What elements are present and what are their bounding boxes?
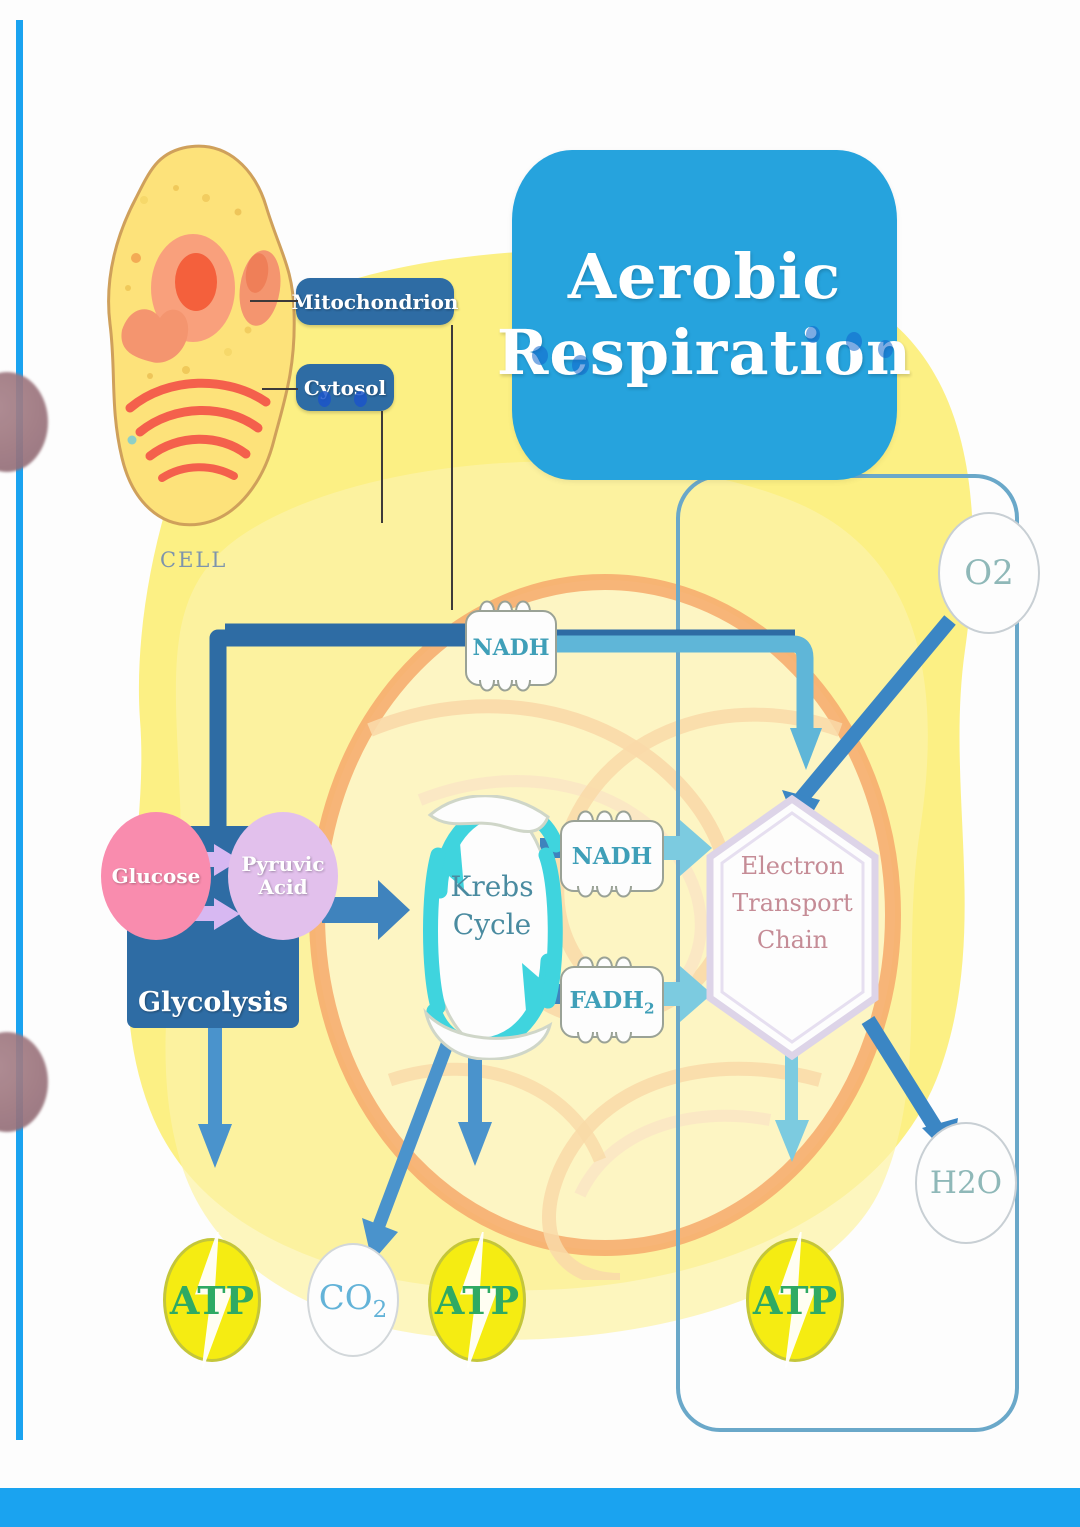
nadh-top-inner: NADH — [465, 610, 557, 686]
atp-node-glycolysis[interactable]: ATP — [163, 1231, 261, 1369]
krebs-cycle-text: Krebs Cycle — [437, 868, 547, 944]
pill-mitochondrion[interactable]: Mitochondrion — [292, 278, 458, 325]
etc-line-2: Transport — [732, 889, 853, 918]
pyruvic-acid-node[interactable]: Pyruvic Acid — [228, 812, 338, 940]
nadh-krebs-box[interactable]: NADH — [560, 806, 664, 902]
atp-label: ATP — [169, 1277, 255, 1323]
leader-line-mitochondrion — [250, 300, 298, 302]
banner-dot — [846, 332, 862, 351]
etc-line-1: Electron — [740, 852, 845, 880]
leader-line-mitochondrion-down — [451, 325, 453, 610]
pyruvic-label-line1: Pyruvic — [241, 852, 325, 876]
atp-node-krebs[interactable]: ATP — [428, 1231, 526, 1369]
h2o-label: H2O — [929, 1165, 1003, 1201]
pill-cytosol-label: Cytosol — [303, 375, 387, 400]
h2o-node[interactable]: H2O — [915, 1122, 1017, 1244]
scallop-top — [577, 956, 632, 968]
nadh-top-box[interactable]: NADH — [465, 596, 557, 696]
scallop-bottom — [478, 680, 531, 692]
leader-line-cytosol-down — [381, 411, 383, 523]
glycolysis-label: Glycolysis — [137, 987, 289, 1018]
atp-node-etc[interactable]: ATP — [746, 1231, 844, 1369]
electron-transport-chain-node[interactable] — [705, 794, 880, 1061]
banner-dot — [572, 355, 589, 375]
krebs-cycle-node[interactable] — [420, 794, 565, 1061]
pill-dot — [354, 391, 367, 407]
fadh2-inner: FADH2 — [560, 966, 664, 1038]
scallop-bottom — [577, 886, 632, 898]
left-edge-line — [16, 20, 23, 1440]
lightning-bolt-icon — [778, 1231, 816, 1369]
co2-node[interactable]: CO2 — [307, 1243, 399, 1357]
glucose-node[interactable]: Glucose — [101, 812, 211, 940]
title-banner: Aerobic Respiration — [497, 150, 911, 480]
cell-illustration — [88, 140, 338, 540]
pill-dot — [318, 391, 331, 407]
co2-label: CO2 — [318, 1277, 388, 1323]
leader-line-cytosol — [262, 388, 298, 390]
o2-node[interactable]: O2 — [938, 512, 1040, 634]
o2-label: O2 — [964, 553, 1014, 593]
title-line-1: Aerobic — [567, 240, 842, 314]
lightning-bolt-icon — [460, 1231, 498, 1369]
scallop-bottom — [577, 1032, 632, 1044]
pyruvic-label-line2: Acid — [258, 875, 308, 899]
pill-cytosol[interactable]: Cytosol — [296, 364, 394, 411]
etc-line-3: Chain — [756, 926, 829, 955]
scallop-top — [478, 600, 531, 612]
title-line-2: Respiration — [496, 316, 913, 389]
cell-caption: CELL — [160, 548, 228, 572]
banner-dot — [532, 346, 548, 365]
fadh2-label: FADH2 — [569, 986, 655, 1018]
banner-dot — [806, 326, 820, 343]
glucose-label: Glucose — [111, 864, 201, 888]
etc-text: Electron Transport Chain — [720, 848, 865, 960]
nadh-krebs-inner: NADH — [560, 820, 664, 892]
nadh-top-label: NADH — [472, 635, 550, 661]
nadh-krebs-label: NADH — [571, 842, 653, 870]
pill-mitochondrion-label: Mitochondrion — [291, 289, 459, 314]
banner-dot — [878, 340, 893, 358]
scallop-top — [577, 810, 632, 822]
bottom-edge-band — [0, 1488, 1080, 1527]
krebs-line-2: Cycle — [452, 907, 532, 941]
lightning-bolt-icon — [195, 1231, 233, 1369]
atp-label: ATP — [434, 1277, 520, 1323]
fadh2-box[interactable]: FADH2 — [560, 952, 664, 1048]
atp-label: ATP — [752, 1277, 838, 1323]
krebs-line-1: Krebs — [450, 870, 534, 903]
